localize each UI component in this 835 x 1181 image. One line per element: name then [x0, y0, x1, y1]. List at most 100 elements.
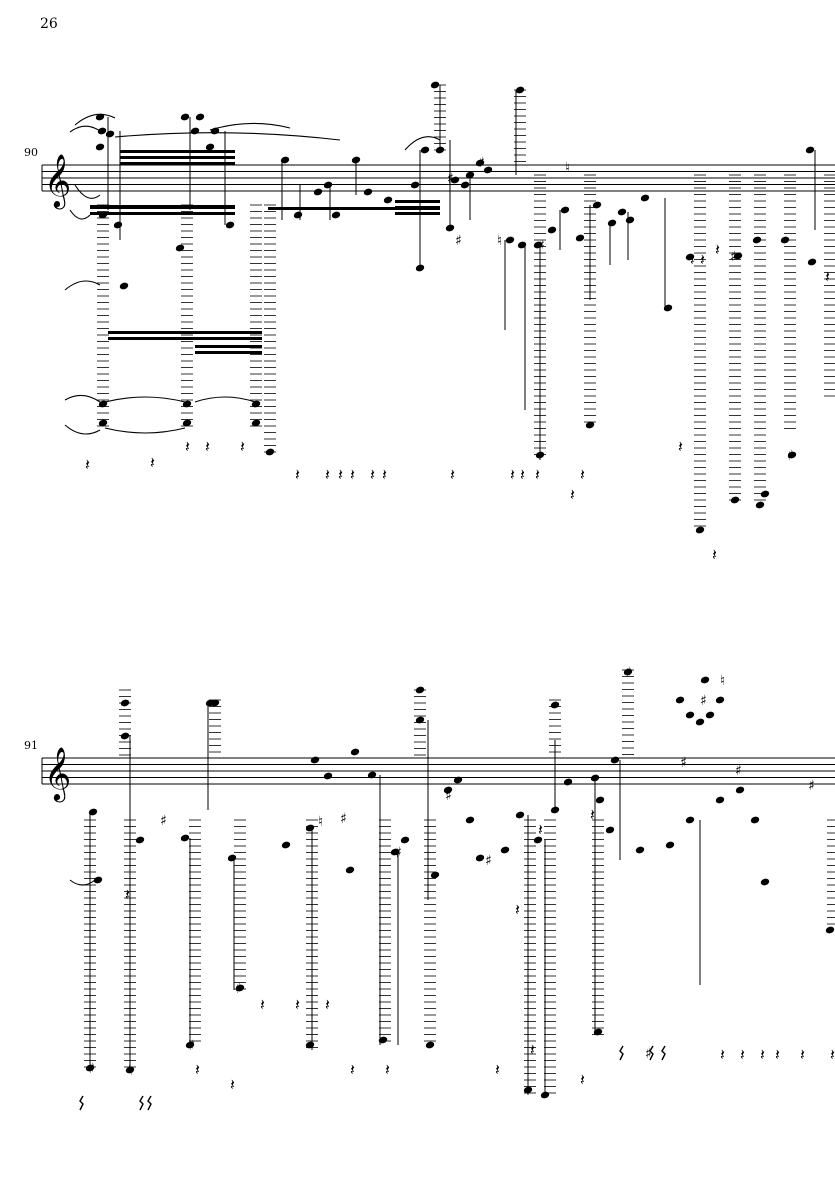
sharp-icon: ♯: [88, 1061, 95, 1077]
slur: [74, 113, 116, 126]
note-head: [595, 796, 605, 804]
note-head: [88, 808, 98, 816]
beam: [90, 212, 235, 215]
rest-icon: [79, 1095, 84, 1111]
note-head: [345, 866, 355, 874]
note-head: [700, 676, 710, 684]
note-head: [750, 816, 760, 824]
natural-icon: ♮: [497, 233, 502, 249]
rest-icon: 𝄽: [715, 240, 720, 259]
note-head: [465, 816, 475, 824]
rest-icon: [139, 1095, 144, 1111]
sharp-icon: ♯: [235, 981, 242, 997]
note-head: [805, 146, 815, 154]
rest-icon: 𝄽: [515, 900, 520, 919]
slur: [104, 396, 186, 403]
rest-icon: [649, 1045, 654, 1061]
rest-icon: [147, 1095, 152, 1111]
beam: [195, 351, 262, 354]
rest-icon: 𝄽: [370, 465, 375, 484]
rest-icon: 𝄽: [590, 805, 595, 824]
slur: [69, 879, 96, 886]
note-head: [85, 1064, 95, 1072]
rest-icon: 𝄽: [295, 465, 300, 484]
rest-icon: 𝄽: [535, 465, 540, 484]
beam: [120, 156, 235, 159]
beam: [120, 150, 235, 153]
note-head: [98, 211, 108, 219]
rest-icon: 𝄽: [538, 820, 543, 839]
sharp-icon: ♯: [625, 665, 632, 681]
beam: [195, 345, 262, 348]
note-head: [475, 159, 485, 167]
note-head: [755, 501, 765, 509]
rest-icon: 𝄽: [760, 1045, 765, 1064]
rest-icon: 𝄽: [450, 465, 455, 484]
note-head: [685, 816, 695, 824]
note-head: [415, 686, 425, 694]
sharp-icon: ♯: [447, 171, 454, 187]
sharp-icon: ♯: [445, 788, 452, 804]
sharp-icon: ♯: [478, 155, 485, 171]
note-head: [415, 716, 425, 724]
note-head: [251, 400, 261, 408]
treble-clef-icon: 𝄞: [44, 746, 71, 802]
beam: [108, 337, 262, 340]
slur: [64, 424, 101, 435]
note-head: [105, 130, 115, 138]
sharp-icon: ♯: [455, 233, 462, 249]
note-head: [190, 127, 200, 135]
note-head: [450, 176, 460, 184]
beam: [90, 205, 235, 209]
sharp-icon: ♯: [485, 853, 492, 869]
rest-icon: 𝄽: [520, 465, 525, 484]
note-head: [251, 419, 261, 427]
slur: [114, 132, 341, 141]
rest-icon: 𝄽: [830, 1045, 835, 1064]
note-head: [180, 834, 190, 842]
note-head: [635, 846, 645, 854]
sharp-icon: ♯: [645, 1046, 652, 1062]
natural-icon: ♮: [318, 814, 323, 830]
sharp-icon: ♯: [730, 249, 737, 265]
note-head: [125, 1066, 135, 1074]
rest-icon: 𝄽: [150, 453, 155, 472]
note-head: [625, 216, 635, 224]
sharp-icon: ♯: [160, 813, 167, 829]
beam: [120, 162, 235, 165]
note-head: [623, 668, 633, 676]
rest-icon: 𝄽: [530, 1040, 535, 1059]
note-head: [563, 778, 573, 786]
note-head: [323, 772, 333, 780]
note-head: [120, 699, 130, 707]
note-head: [281, 841, 291, 849]
natural-icon: ♮: [565, 160, 570, 176]
note-head: [95, 113, 105, 121]
rest-icon: 𝄽: [350, 465, 355, 484]
beam: [395, 206, 440, 209]
note-head: [420, 146, 430, 154]
note-head: [665, 841, 675, 849]
note-head: [425, 1041, 435, 1049]
note-head: [550, 701, 560, 709]
note-head: [735, 786, 745, 794]
note-head: [305, 824, 315, 832]
note-head: [593, 1028, 603, 1036]
note-head: [195, 113, 205, 121]
note-head: [475, 854, 485, 862]
slur: [69, 125, 101, 133]
note-head: [331, 211, 341, 219]
note-head: [807, 258, 817, 266]
natural-icon: ♮: [720, 673, 725, 689]
rest-icon: 𝄽: [382, 465, 387, 484]
note-head: [175, 244, 185, 252]
note-head: [350, 748, 360, 756]
note-head: [113, 221, 123, 229]
note-head: [787, 451, 797, 459]
note-head: [310, 756, 320, 764]
natural-icon: ♮: [128, 1063, 133, 1079]
sharp-icon: ♯: [787, 448, 794, 464]
note-head: [227, 854, 237, 862]
note-head: [98, 400, 108, 408]
note-head: [443, 786, 453, 794]
